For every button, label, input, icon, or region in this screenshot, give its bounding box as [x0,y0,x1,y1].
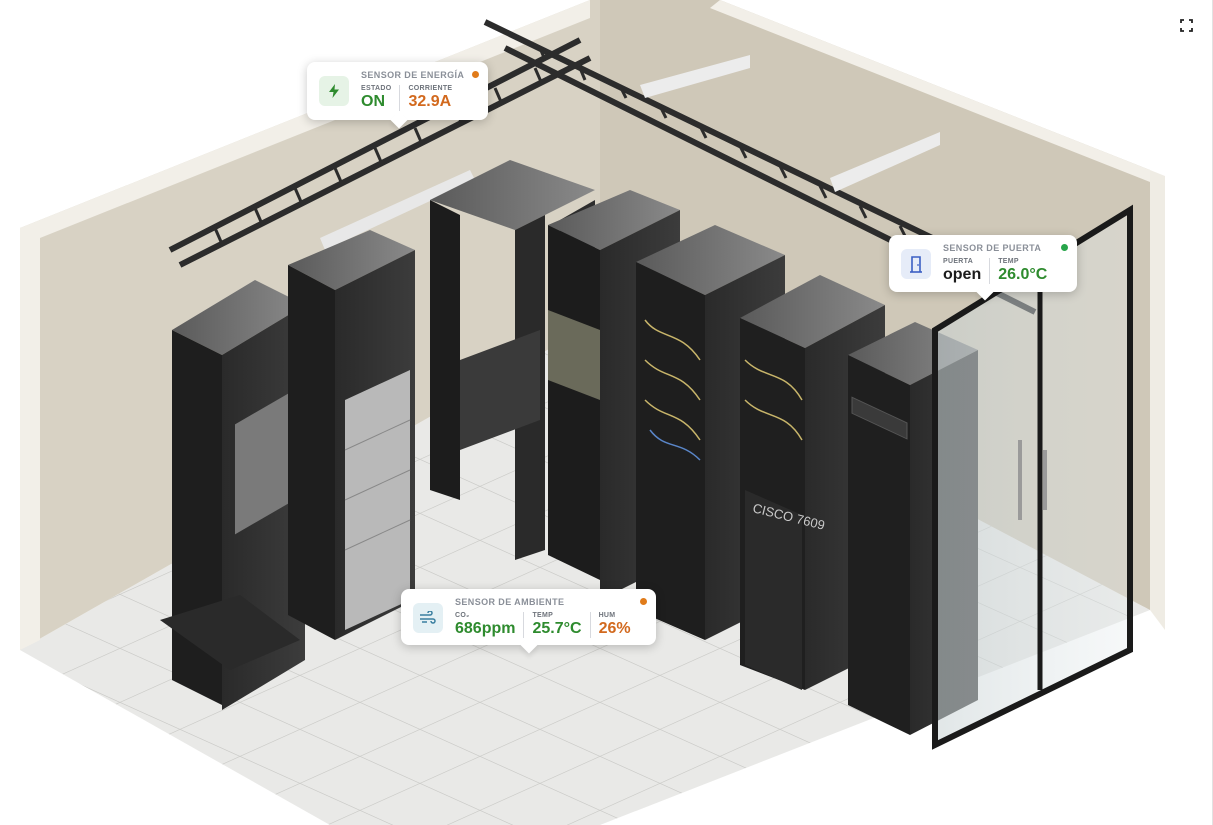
metric-value: 32.9A [408,93,452,110]
fullscreen-icon [1179,18,1193,32]
metric-label: HUM [598,612,616,619]
metric-estado: ESTADO ON [361,85,401,111]
metric-temp: TEMP 25.7°C [532,612,591,638]
metric-co2: CO₂ 686ppm [455,612,525,638]
metric-value: 26.0°C [998,266,1048,283]
metric-corriente: CORRIENTE 32.9A [408,85,452,111]
status-dot [472,71,479,78]
metric-value: 686ppm [455,620,516,637]
metric-value: ON [361,93,385,110]
metric-value: open [943,266,982,283]
door-sensor-icon-box [901,249,931,279]
sensor-title: SENSOR DE AMBIENTE [455,597,565,607]
metric-label: TEMP [998,258,1019,265]
energy-sensor-card[interactable]: .energy-tail::after{} SENSOR DE ENERGÍA … [307,62,488,120]
sensor-title: SENSOR DE PUERTA [943,243,1042,253]
metric-label: CO₂ [455,612,470,619]
ambient-sensor-icon-box [413,603,443,633]
energy-sensor-icon-box [319,76,349,106]
status-dot [1061,244,1068,251]
metric-value: 26% [598,620,631,637]
metric-temp: TEMP 26.0°C [998,258,1047,284]
ambient-sensor-card[interactable]: SENSOR DE AMBIENTE CO₂ 686ppm TEMP 25.7°… [401,589,656,645]
metric-label: CORRIENTE [408,85,453,92]
metric-hum: HUM 26% [599,612,631,638]
metric-label: ESTADO [361,85,392,92]
rack-2 [288,230,415,640]
metric-puerta: PUERTA open [943,258,991,284]
wind-icon [420,611,436,624]
metric-label: PUERTA [943,258,974,265]
sensor-title: SENSOR DE ENERGÍA [361,70,465,80]
lightning-icon [329,84,339,98]
fullscreen-button[interactable] [1173,12,1199,38]
door-icon [910,256,922,273]
metric-value: 25.7°C [532,620,582,637]
door-sensor-card[interactable]: SENSOR DE PUERTA PUERTA open TEMP 26.0°C [889,235,1077,292]
metric-label: TEMP [532,612,554,619]
rack-1 [160,280,305,710]
status-dot [640,598,647,605]
